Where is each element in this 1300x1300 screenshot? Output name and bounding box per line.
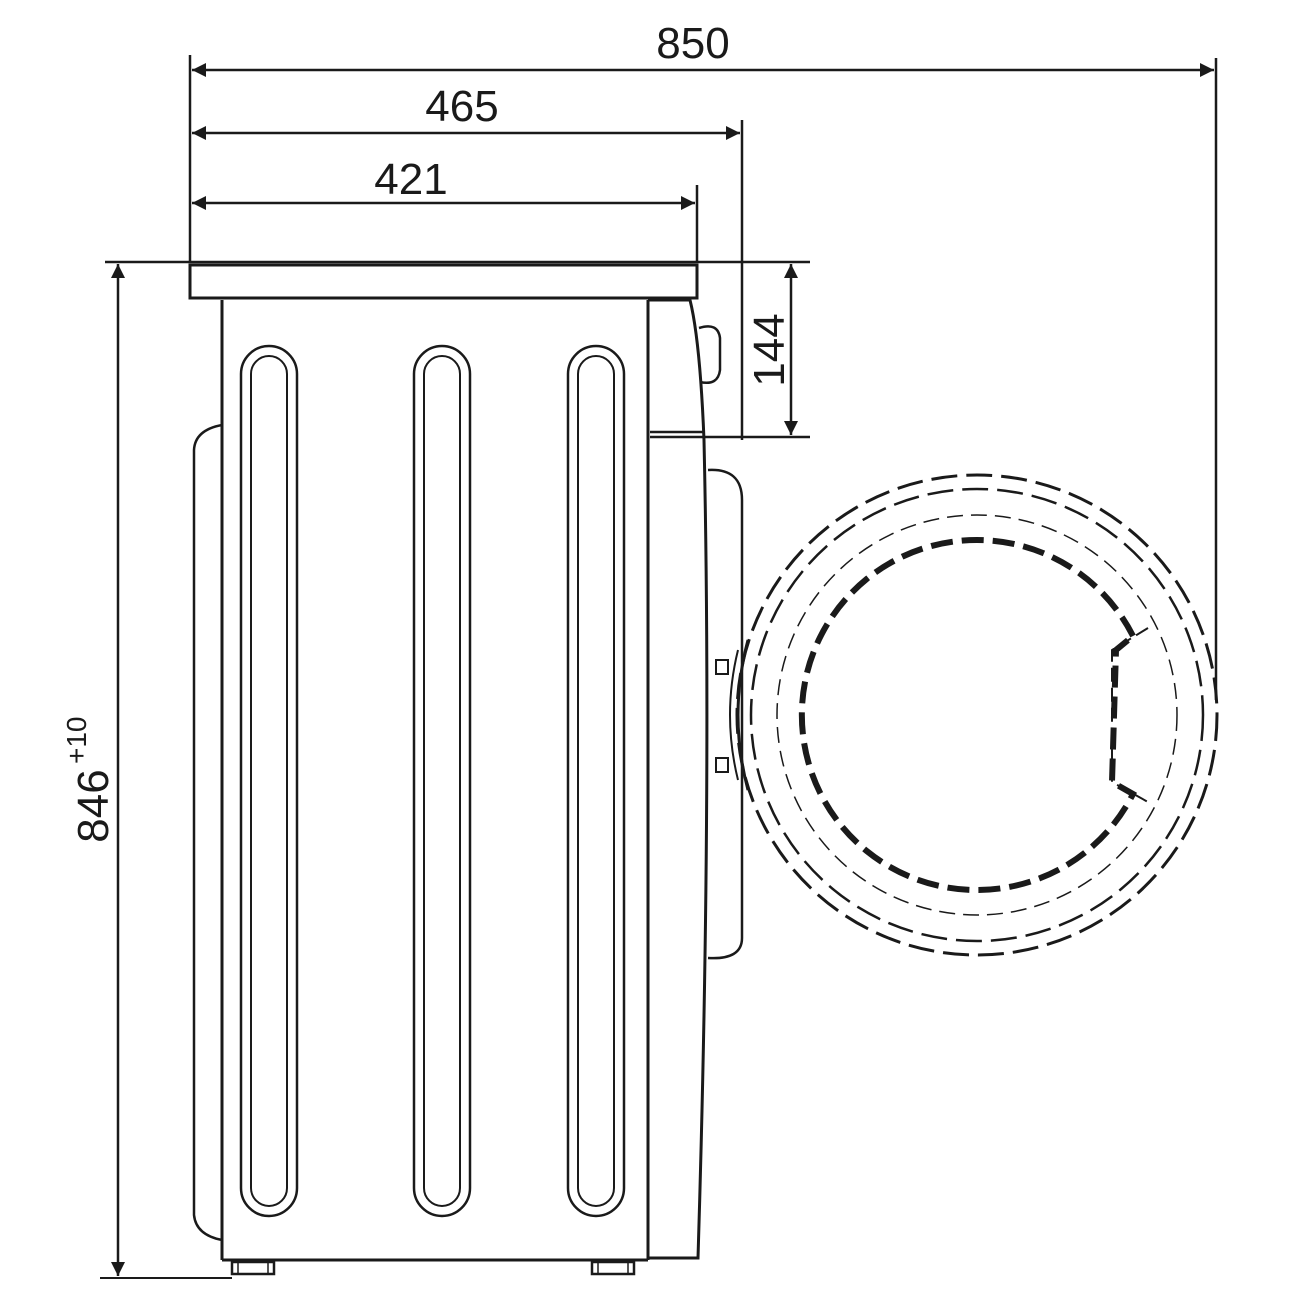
open-door xyxy=(729,473,1219,957)
rib-3-inner xyxy=(577,355,615,1207)
door-frame xyxy=(707,468,744,960)
door-outer-ring-inner xyxy=(749,487,1205,943)
rib-1-outer xyxy=(239,344,299,1218)
top-lid xyxy=(188,263,699,300)
hinge-top xyxy=(715,659,729,675)
foot-back xyxy=(230,1260,276,1276)
front-panel xyxy=(648,298,709,1260)
back-bulge xyxy=(192,423,223,1242)
control-knob xyxy=(698,325,722,384)
side-ribs xyxy=(239,344,626,1218)
foot-front xyxy=(590,1260,636,1276)
door-middle-ring xyxy=(776,514,1178,916)
dimension-lines xyxy=(111,63,1214,1276)
rib-1-inner xyxy=(250,355,288,1207)
rib-2-inner xyxy=(423,355,461,1207)
dim-label-465: 465 xyxy=(425,82,498,131)
door-handle-recess xyxy=(1111,627,1149,803)
door-hinge-edge-inner xyxy=(729,649,739,781)
door-outer-ring xyxy=(735,473,1219,957)
machine-body xyxy=(188,263,744,1276)
dim-label-846-group: 846 +10 xyxy=(61,717,118,843)
dim-label-850: 850 xyxy=(656,19,729,68)
dim-label-144: 144 xyxy=(745,313,794,386)
dim-label-421: 421 xyxy=(374,155,447,204)
hinge-bottom xyxy=(715,757,729,773)
door-glass xyxy=(798,537,1137,893)
dim-label-846: 846 xyxy=(69,769,118,842)
rib-3-outer xyxy=(566,344,626,1218)
dim-label-846-tolerance: +10 xyxy=(61,717,92,765)
rib-2-outer xyxy=(412,344,472,1218)
extension-lines xyxy=(100,55,1218,1279)
